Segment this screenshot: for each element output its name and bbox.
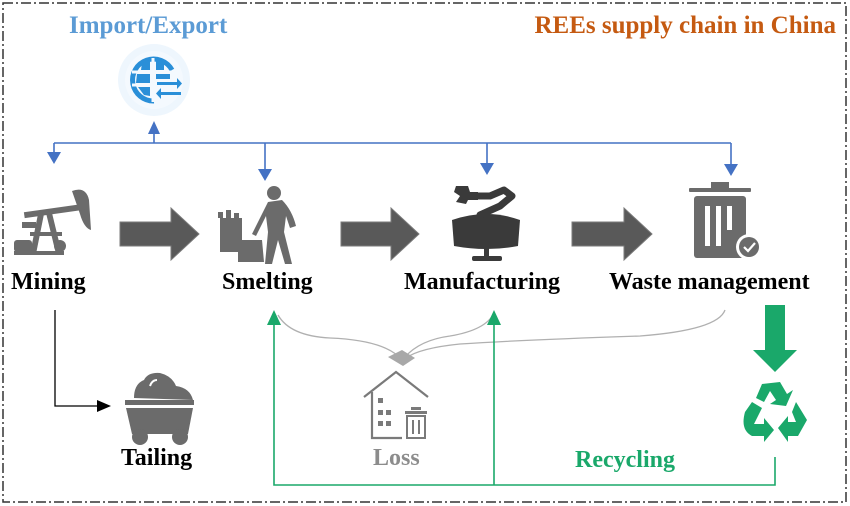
import-export-label: Import/Export: [69, 12, 228, 39]
recycling-label: Recycling: [575, 447, 675, 473]
stage-label-smelting: Smelting: [222, 269, 313, 295]
arrowhead-to-tailing: [97, 400, 111, 412]
stage-label-manufacturing: Manufacturing: [404, 269, 560, 295]
arrowhead-to-smelting: [258, 169, 272, 181]
stage-label-waste-management: Waste management: [609, 269, 810, 295]
arrowhead-recycle-to-smelting: [267, 310, 281, 325]
diagram-title: REEs supply chain in China: [534, 12, 836, 39]
arrowhead-recycle-to-manufacturing: [487, 310, 501, 325]
arrow-smelting-to-manufacturing: [340, 206, 420, 262]
stage-label-mining: Mining: [11, 269, 86, 295]
loss-label: Loss: [373, 445, 420, 471]
arrowhead-to-manufacturing: [480, 163, 494, 175]
loss-arrowhead: [388, 350, 415, 366]
arrowhead-to-mining: [47, 152, 61, 164]
tailing-label: Tailing: [121, 445, 193, 471]
arrowhead-to-waste: [724, 164, 738, 176]
arrow-manufacturing-to-waste: [571, 206, 653, 262]
arrow-mining-to-smelting: [119, 206, 200, 262]
arrowhead-to-import-export: [148, 121, 160, 134]
